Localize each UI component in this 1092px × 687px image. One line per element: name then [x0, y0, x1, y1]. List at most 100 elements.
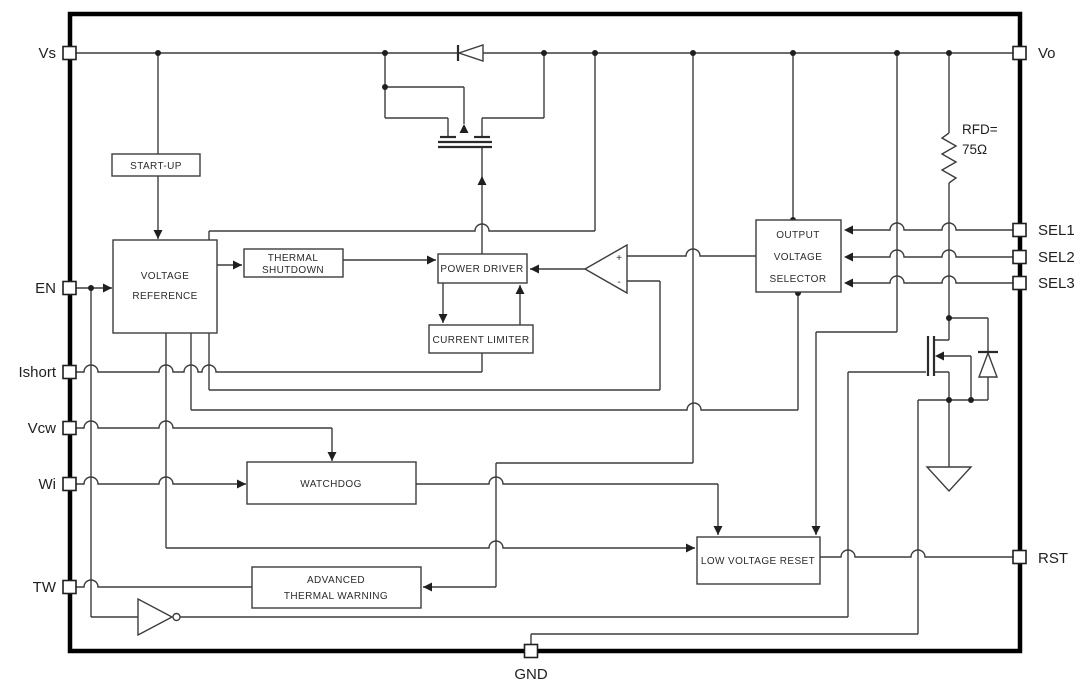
- comparator-plus-sign: +: [616, 253, 622, 264]
- arrowhead: [153, 230, 163, 239]
- pin-ishort-label: Ishort: [18, 364, 56, 381]
- block-thermal-shutdown: THERMAL SHUTDOWN: [243, 248, 344, 278]
- junction-dot: [790, 50, 796, 56]
- pin-sel1-label: SEL1: [1038, 222, 1075, 239]
- wire-rst-line: [820, 549, 1013, 558]
- arrowhead: [530, 264, 539, 274]
- arrowhead: [459, 124, 469, 133]
- wire-power-fet-net: [384, 53, 545, 136]
- arrowhead: [515, 285, 525, 294]
- wire-reference-to-reset: [165, 333, 695, 549]
- pin-vcw: Vcw: [28, 420, 77, 437]
- wire-reference-to-minus: [208, 280, 661, 391]
- junction-dot: [382, 50, 388, 56]
- pin-vo-label: Vo: [1038, 45, 1056, 62]
- junction-dot: [968, 397, 974, 403]
- reverse-diode-icon: [456, 44, 484, 62]
- junction-dot: [382, 84, 388, 90]
- arrowhead: [233, 260, 242, 270]
- junction-dot: [88, 285, 94, 291]
- wire-vcw-line: [76, 420, 333, 461]
- junction-dot: [946, 315, 952, 321]
- block-atw-label2: THERMAL WARNING: [284, 591, 388, 602]
- pin-sel2-label: SEL2: [1038, 249, 1075, 266]
- pin-vs: Vs: [38, 45, 77, 62]
- block-advanced-thermal-warning: ADVANCED THERMAL WARNING: [251, 566, 422, 609]
- power-mosfet-icon: [438, 135, 492, 149]
- arrowhead: [237, 479, 246, 489]
- arrowhead: [935, 351, 944, 361]
- wire-watchdog-to-reset: [416, 476, 719, 535]
- arrowhead: [844, 278, 853, 288]
- arrowhead: [103, 283, 112, 293]
- pin-wi-label: Wi: [39, 476, 57, 493]
- block-watchdog: WATCHDOG: [246, 461, 417, 505]
- chip-outline: [67, 11, 1023, 654]
- block-current-limiter-label: CURRENT LIMITER: [433, 335, 530, 346]
- arrowhead: [438, 314, 448, 323]
- block-power-driver-label: POWER DRIVER: [440, 264, 523, 275]
- block-startup-label: START-UP: [130, 161, 182, 172]
- wire-inverter-output: [180, 371, 926, 618]
- block-thermal-shutdown-label1: THERMAL: [268, 253, 319, 264]
- block-ovs-label2: VOLTAGE: [774, 252, 823, 263]
- block-power-driver: POWER DRIVER: [437, 253, 528, 284]
- pin-tw: TW: [33, 579, 77, 596]
- wire-sel2-line: [846, 249, 1013, 258]
- arrowhead: [844, 252, 853, 262]
- wire-ishort-line: [76, 353, 483, 373]
- wire-fet2-body: [941, 355, 972, 400]
- arrowhead: [477, 176, 487, 185]
- error-amplifier-icon: + -: [583, 243, 628, 295]
- block-output-voltage-selector: OUTPUT VOLTAGE SELECTOR: [755, 219, 842, 293]
- inverter-icon: [137, 597, 181, 637]
- ground-icon: [925, 466, 973, 493]
- block-atw-label1: ADVANCED: [307, 575, 365, 586]
- wire-sel3-line: [846, 275, 1013, 284]
- arrowhead: [713, 526, 723, 535]
- pin-vcw-label: Vcw: [28, 420, 57, 437]
- block-ovs-label3: SELECTOR: [770, 274, 827, 285]
- wire-en-vertical: [90, 288, 138, 618]
- block-voltage-reference-label2: REFERENCE: [132, 291, 197, 302]
- pin-rst: RST: [1012, 549, 1068, 567]
- pin-rst-label: RST: [1038, 550, 1068, 567]
- junction-dot: [155, 50, 161, 56]
- block-watchdog-label: WATCHDOG: [300, 479, 362, 490]
- block-thermal-shutdown-label2: SHUTDOWN: [262, 265, 324, 276]
- wire-selector-to-plus: [627, 248, 756, 257]
- block-voltage-reference-label1: VOLTAGE: [141, 271, 190, 282]
- feedback-resistor-icon: RFD= 75Ω: [940, 122, 998, 184]
- arrowhead: [327, 452, 337, 461]
- junction-dot: [690, 50, 696, 56]
- pin-vo: Vo: [1012, 45, 1056, 62]
- arrowhead: [686, 543, 695, 553]
- discharge-mosfet-icon: [926, 336, 936, 376]
- wire-vs-to-reference: [208, 53, 596, 240]
- pin-sel3: SEL3: [1012, 275, 1075, 292]
- pin-en-label: EN: [35, 280, 56, 297]
- comparator-minus-sign: -: [617, 277, 620, 288]
- wire-fet2-drain: [934, 318, 950, 341]
- pin-gnd-label: GND: [514, 666, 548, 683]
- pin-tw-label: TW: [33, 579, 57, 596]
- junction-dot: [592, 50, 598, 56]
- pin-wi: Wi: [39, 476, 77, 493]
- arrowhead: [844, 225, 853, 235]
- wire-tw-line: [76, 579, 252, 588]
- junction-dot: [946, 397, 952, 403]
- pin-ishort: Ishort: [18, 364, 77, 381]
- wire-vo-sense: [815, 53, 898, 535]
- wire-layer: [70, 50, 1020, 645]
- junction-dot: [946, 50, 952, 56]
- block-voltage-reference: VOLTAGE REFERENCE: [112, 239, 218, 334]
- pin-gnd: GND: [514, 643, 548, 683]
- wire-wi-line: [76, 476, 246, 485]
- block-current-limiter: CURRENT LIMITER: [428, 324, 534, 354]
- pin-sel2: SEL2: [1012, 249, 1075, 266]
- body-diode-icon: [977, 350, 999, 378]
- feedback-resistor-value: 75Ω: [962, 142, 987, 157]
- arrowhead: [427, 255, 436, 265]
- junction-dot: [894, 50, 900, 56]
